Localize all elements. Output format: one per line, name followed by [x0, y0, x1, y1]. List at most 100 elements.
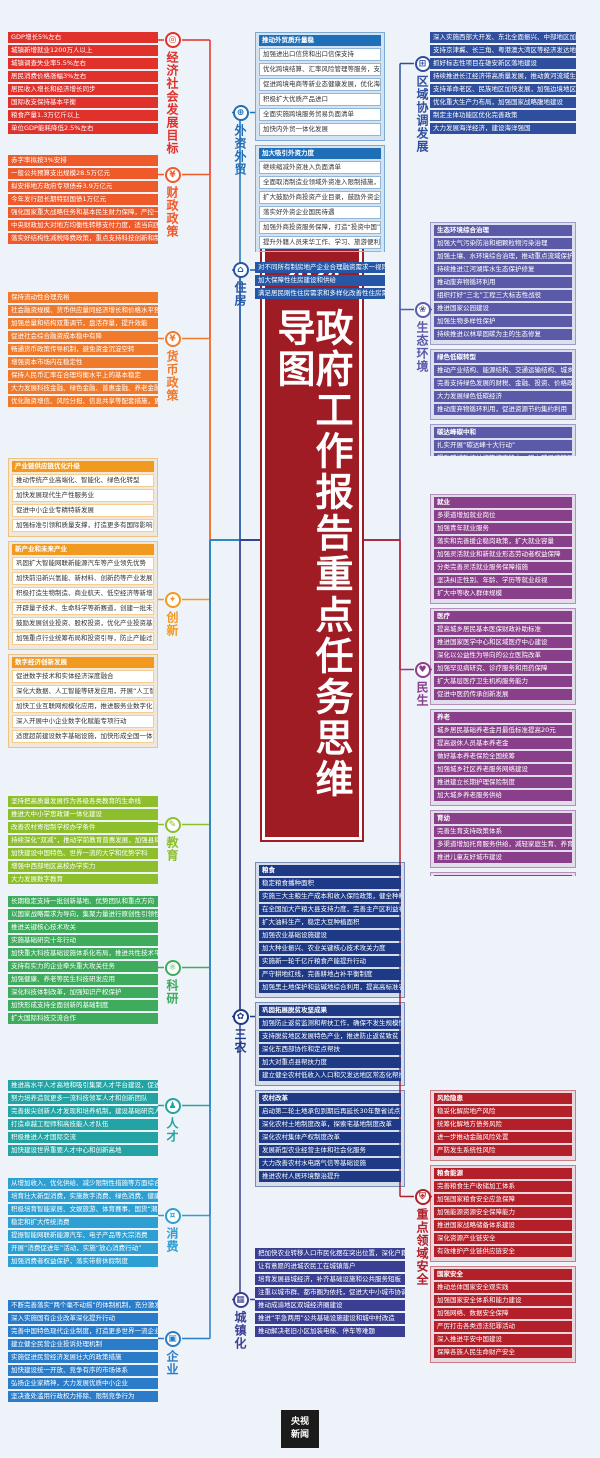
item-bar: 加快重大科技基础设施体系化布局，推进共性技术平台、中试验证平台建设	[8, 948, 158, 959]
eco-icon: ❀	[414, 301, 431, 318]
item-bar: 推进高水平人才高地和吸引集聚人才平台建设，促进人才区域合理布局和协调发展	[8, 1080, 158, 1091]
item-bar: 从增加收入、优化供给、减少限制性措施等方面综合施策，激发消费潜能	[8, 1178, 158, 1189]
item-bar: 在全国加大产粮大县支持力度，完善主产区利益补偿机制	[259, 904, 401, 915]
item-bar: 巩固扩大智能网联新能源汽车等产业领先优势	[12, 557, 154, 570]
item-bar: 推进“平急两用”公共基础设施建设和城中村改造	[255, 1313, 405, 1324]
item-bar: 建立健全民营企业投诉处理机制	[8, 1339, 158, 1350]
item-bar: 积极打造生物制造、商业航天、低空经济等新增长引擎	[12, 587, 154, 600]
item-bar: 积极推进人才国际交流	[8, 1132, 158, 1143]
fiscal-icon: ¥	[164, 166, 181, 183]
monetary-label: 货币政策	[165, 349, 179, 402]
item-bar: 实施促进民营经济发展壮大的政策措施	[8, 1352, 158, 1363]
sub-heading: 农村改革	[259, 1093, 401, 1104]
sub-panel: 碳达峰碳中和扎实开展“碳达峰十大行动”提升碳排放统计核算核查能力，建立碳足迹管理…	[430, 424, 576, 456]
item-bar: 保持人民币汇率在合理均衡水平上的基本稳定	[8, 370, 158, 381]
item-bar: 加强总量和结构双重调节，盘活存量，提升效能	[8, 318, 158, 329]
sub-panel: 养老城乡居民基础养老金月最低标准提高20元提高退休人员基本养老金做好基本养老保险…	[430, 709, 576, 806]
item-bar: 加强青年就业服务	[434, 523, 572, 534]
item-bar: 加强重点行业统筹布局和投资引导，防止产能过剩和低水平重复建设	[12, 632, 154, 645]
item-bar: 加快内外贸一体化发展	[259, 123, 381, 136]
item-bar: 加强城乡社区养老服务网络建设	[434, 764, 572, 775]
sub-panel: 绿色低碳转型推动产业结构、能源结构、交通运输结构、城乡建设发展绿色转型完善支持绿…	[430, 349, 576, 420]
talent-label: 人才	[165, 1116, 179, 1143]
item-bar: 制定主体功能区优化完善政策	[430, 110, 576, 121]
item-bar: 完善粮食生产收储加工体系	[434, 1181, 572, 1192]
econ-block: GDP增长5%左右城镇新增就业1200万人以上城镇调查失业率5.5%左右居民消费…	[8, 32, 158, 136]
item-bar: 推动传统产业高端化、智能化、绿色化转型	[12, 474, 154, 487]
sub-panel: 风险隐患稳妥化解房地产风险统筹化解地方债务风险进一步推动金融风险处置严防发生系统…	[430, 1090, 576, 1161]
item-bar: 改善农村寄宿制学校办学条件	[8, 822, 158, 833]
eco-block: 生态环境综合治理加强大气污染防治和细颗粒物污染治理加强土壤、水环境综合治理，推动…	[430, 222, 576, 456]
security-label: 重点领域安全	[415, 1207, 429, 1286]
item-bar: 加强健康、养老等民生科技研发应用	[8, 974, 158, 985]
sub-panel: 推动外贸质升量稳加强进出口信贷和出口信保支持优化跨境结算、汇率风险管理等服务，支…	[255, 32, 385, 141]
item-bar: 深化以公益性为导向的公立医院改革	[434, 650, 572, 661]
item-bar: 提振智能网联新能源汽车、电子产品等大宗消费	[8, 1230, 158, 1241]
item-bar: 深入实施国有企业改革深化提升行动	[8, 1313, 158, 1324]
central-title-box: 2024 政府工作报告重点任务思维导图	[262, 240, 362, 840]
item-bar: 注重以城市群、都市圈为依托，促进大中小城市协调发展	[255, 1287, 405, 1298]
item-bar: 推进国家公园建设	[434, 303, 572, 314]
item-bar: 推进建立长期护理保险制度	[434, 777, 572, 788]
logo-line1: 央视	[290, 1417, 309, 1427]
item-bar: 努力培养造就更多一流科技领军人才和创新团队	[8, 1093, 158, 1104]
item-bar: 加强大气污染防治和细颗粒物污染治理	[434, 238, 572, 249]
agri-category: ✿ 三农	[232, 1008, 249, 1054]
item-bar: 优化重大生产力布局，加强国家战略腹地建设	[430, 97, 576, 108]
item-bar: 加大城乡养老服务供给	[434, 790, 572, 801]
item-bar: 推动成渝地区双城经济圈建设	[255, 1300, 405, 1311]
item-bar: 加大对重点县帮扶力度	[259, 1057, 401, 1068]
item-bar: 粮食产量1.3万亿斤以上	[8, 110, 158, 121]
item-bar: 全面取消制造业领域外资准入限制措施，放宽电信、医疗等服务业市场准入	[259, 176, 381, 189]
item-bar: 适度超前建设数字基础设施，加快形成全国一体化算力体系	[12, 730, 154, 743]
item-bar: 加快建设统一开放、竞争有序的市场体系	[8, 1365, 158, 1376]
talent-icon: ♟	[164, 1097, 181, 1114]
item-bar: 大力发展绿色低碳经济	[434, 391, 572, 402]
item-bar: 加快发展现代生产性服务业	[12, 489, 154, 502]
item-bar: 居民消费价格涨幅3%左右	[8, 71, 158, 82]
item-bar: 扩大鼓励外商投资产业目录，鼓励外资企业境内再投资	[259, 191, 381, 204]
item-bar: 打造卓越工程师和高技能人才队伍	[8, 1119, 158, 1130]
item-bar: 保持流动性合理充裕	[8, 292, 158, 303]
item-bar: 加强罕见病研究、诊疗服务和用药保障	[434, 663, 572, 674]
item-bar: 有效维护产业链供应链安全	[434, 1246, 572, 1257]
item-bar: 推动废弃物循环利用，促进资源节约集约利用	[434, 404, 572, 415]
sub-heading: 精神文化	[434, 875, 572, 876]
item-bar: 深入推进平安中国建设	[434, 1334, 572, 1345]
consume-label: 消费	[165, 1226, 179, 1253]
agri-label: 三农	[233, 1027, 247, 1054]
edu-block: 坚持把高质量发展作为各级各类教育的生命线推进大中小学思政课一体化建设改善农村寄宿…	[8, 796, 158, 884]
agri-icon: ✿	[232, 1008, 249, 1025]
item-bar: 深化农村土地制度改革，探索宅基地制度改革	[259, 1119, 401, 1130]
title-main: 政府工作报告重点任务思维导图	[271, 308, 354, 800]
foreign-block: 推动外贸质升量稳加强进出口信贷和出口信保支持优化跨境结算、汇率风险管理等服务，支…	[255, 32, 385, 252]
item-bar: 满足居民刚性住房需求和多样化改善性住房需求	[255, 288, 385, 299]
item-bar: 分类完善灵活就业服务保障措施	[434, 562, 572, 573]
item-bar: 加快工业互联网规模化应用，推进服务业数字化，建设智慧城市、数字乡村	[12, 700, 154, 713]
item-bar: 培育发展县城经济，补齐基础设施和公共服务短板	[255, 1274, 405, 1285]
item-bar: 大力发展科技金融、绿色金融、普惠金融、养老金融、数字金融	[8, 383, 158, 394]
item-bar: 深入开展中小企业数字化赋能专项行动	[12, 715, 154, 728]
sub-heading: 就业	[434, 497, 572, 508]
item-bar: 促进社会综合融资成本稳中有降	[8, 331, 158, 342]
item-bar: 畅通货币政策传导机制，避免资金沉淀空转	[8, 344, 158, 355]
item-bar: 增强中西部地区高校办学实力	[8, 861, 158, 872]
item-bar: 加强外商投资服务保障，打造“投资中国”品牌	[259, 221, 381, 234]
edu-label: 教育	[165, 835, 179, 862]
item-bar: 对不同所有制房地产企业合理融资需求一视同仁给予支持	[255, 262, 385, 273]
sci-block: 长期稳定支持一批创新基地、优势团队和重点方向以国家战略需求为导向，集聚力量进行原…	[8, 896, 158, 1026]
item-bar: 鼓励发展创业投资、股权投资，优化产业投资基金功能	[12, 617, 154, 630]
sub-heading: 加大吸引外资力度	[259, 148, 381, 159]
item-bar: 居民收入增长和经济增长同步	[8, 84, 158, 95]
item-bar: 推动废弃物循环利用	[434, 277, 572, 288]
item-bar: 加强灵活就业和新就业形态劳动者权益保障	[434, 549, 572, 560]
region-label: 区域协调发展	[415, 74, 429, 153]
item-bar: 扩大基层医疗卫生机构服务能力	[434, 676, 572, 687]
sub-panel: 国家安全推动总体国家安全观实践加强国家安全体系和能力建设加强网络、数据安全保障严…	[430, 1266, 576, 1363]
item-bar: 深化农村集体产权制度改革	[259, 1132, 401, 1143]
fiscal-block: 赤字率拟按3%安排一般公共预算支出规模28.5万亿元拟安排地方政府专项债券3.9…	[8, 155, 158, 246]
item-bar: 稳定粮食播种面积	[259, 878, 401, 889]
sub-heading: 风险隐患	[434, 1093, 572, 1104]
people-icon: ♥	[414, 661, 431, 678]
eco-category: ❀生态环境	[414, 301, 431, 373]
